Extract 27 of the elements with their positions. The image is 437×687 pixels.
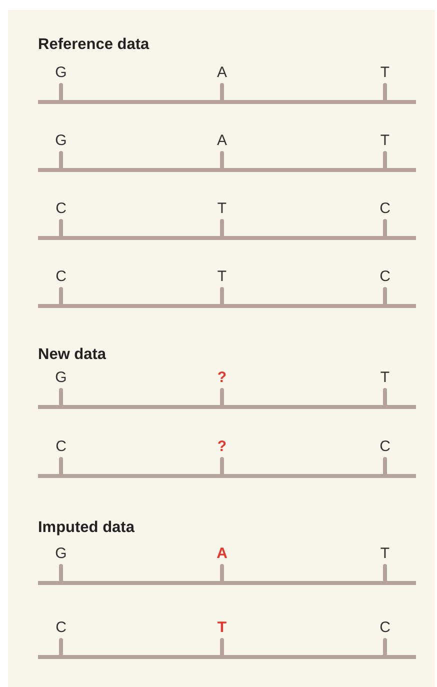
base-letter: C bbox=[56, 200, 66, 218]
section-heading: Imputed data bbox=[38, 519, 134, 537]
missing-base-mark: ? bbox=[217, 438, 227, 456]
base-letter: T bbox=[217, 268, 227, 286]
base-letter: G bbox=[55, 369, 67, 387]
base-letter: T bbox=[380, 545, 390, 563]
base-letter: T bbox=[380, 132, 390, 150]
base-letter: T bbox=[380, 64, 390, 82]
base-letter: C bbox=[380, 268, 390, 286]
base-letter: C bbox=[380, 200, 390, 218]
imputed-base-letter: A bbox=[216, 545, 228, 563]
base-letter: C bbox=[56, 268, 66, 286]
section-heading: New data bbox=[38, 346, 106, 364]
imputed-base-letter: T bbox=[217, 619, 227, 637]
base-letter: C bbox=[56, 438, 66, 456]
base-letter: G bbox=[55, 132, 67, 150]
base-letter: G bbox=[55, 64, 67, 82]
base-letter: A bbox=[217, 64, 227, 82]
base-letter: T bbox=[217, 200, 227, 218]
base-letter: G bbox=[55, 545, 67, 563]
missing-base-mark: ? bbox=[217, 369, 227, 387]
base-letter: C bbox=[380, 438, 390, 456]
base-letter: C bbox=[380, 619, 390, 637]
base-letter: T bbox=[380, 369, 390, 387]
base-letter: C bbox=[56, 619, 66, 637]
section-heading: Reference data bbox=[38, 36, 150, 54]
base-letter: A bbox=[217, 132, 227, 150]
